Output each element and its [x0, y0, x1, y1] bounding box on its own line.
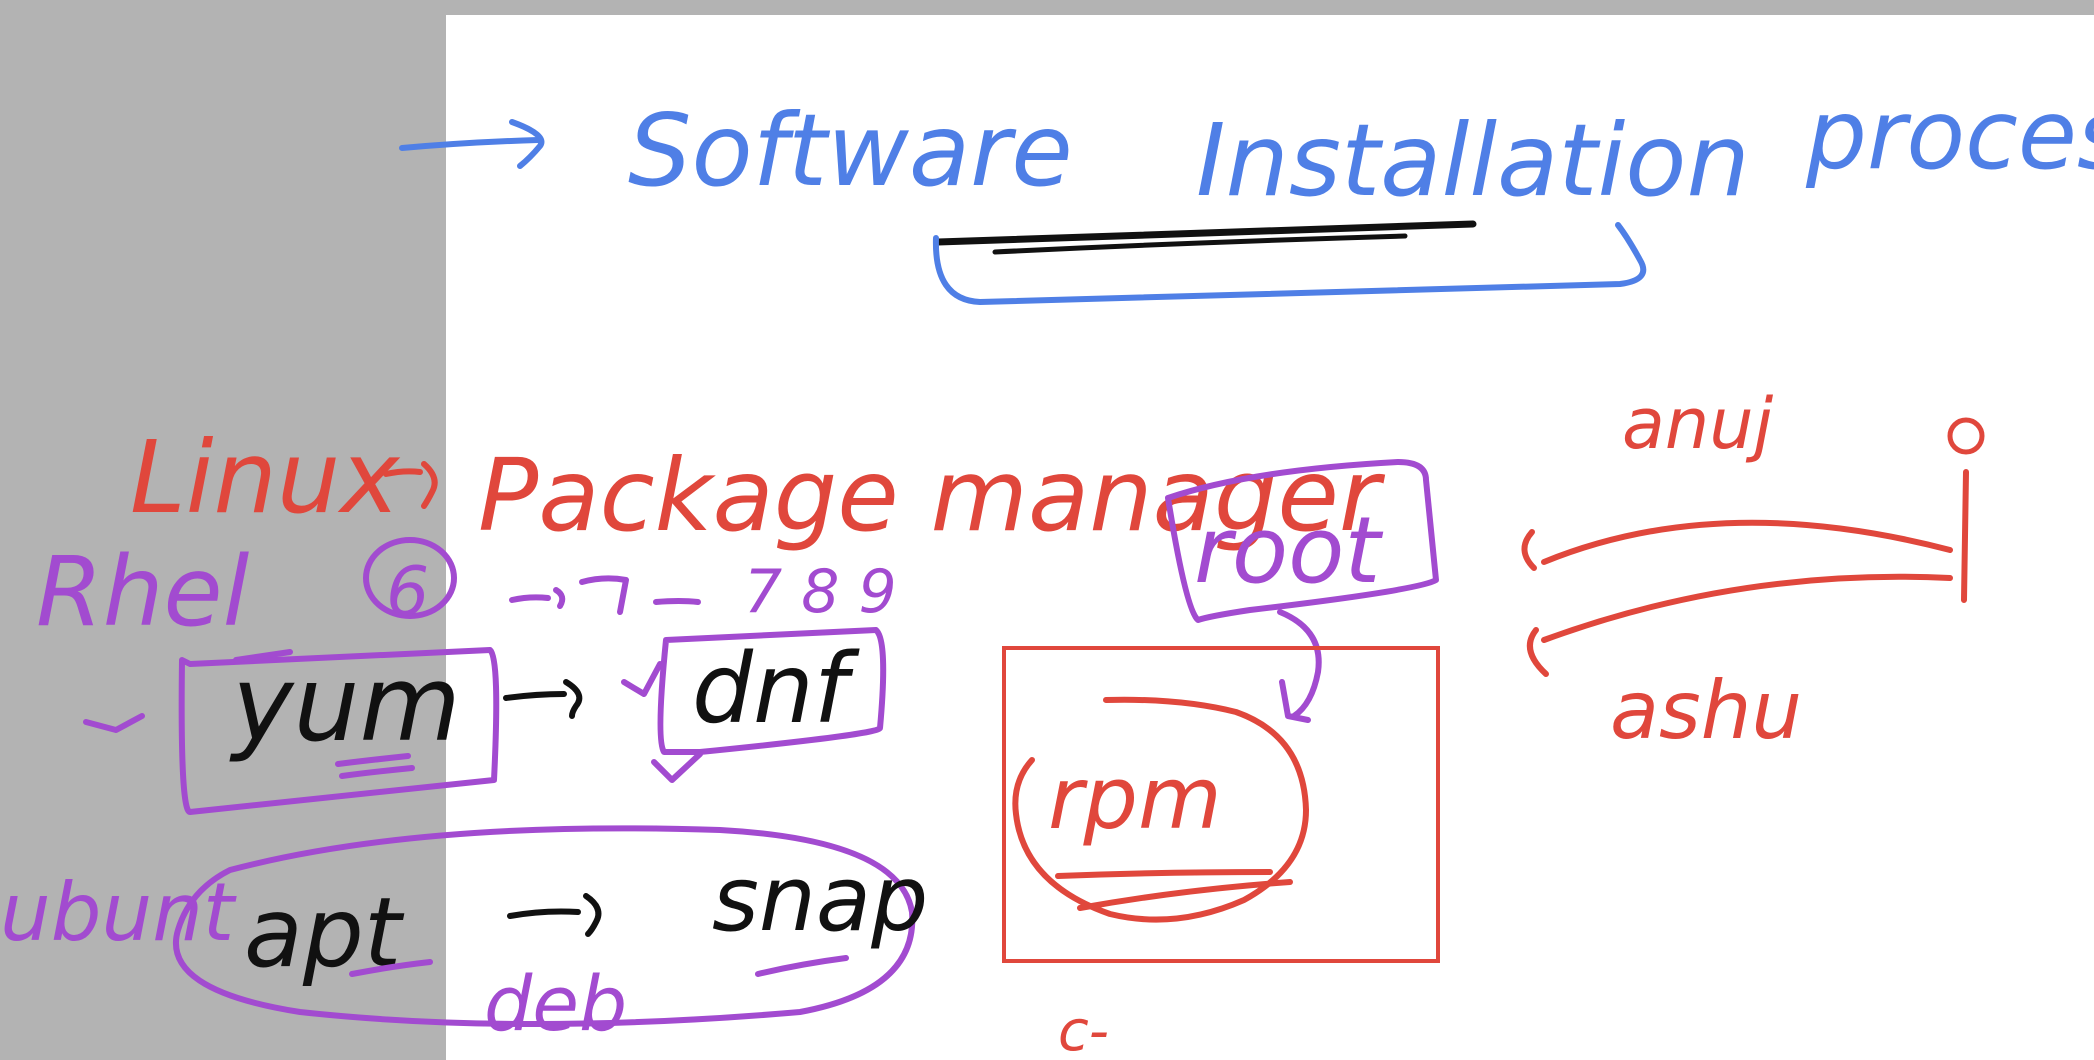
yum-box: yum — [83, 643, 500, 815]
rpm-circle: rpm — [1012, 696, 1309, 923]
dnf-label: dnf — [692, 633, 860, 745]
rpm-frame — [1002, 646, 1440, 963]
heading-word-installation: Installation — [1196, 102, 1750, 219]
yum-to-dnf-arrow — [503, 679, 583, 719]
ashu-label: ashu — [1610, 664, 1802, 757]
package-manager-label: Package manager — [478, 437, 1386, 554]
heading-arrow — [399, 119, 545, 169]
root-box: root — [1165, 459, 1439, 623]
yum-label: yum — [229, 643, 461, 765]
ubuntu-label: ubunt — [0, 866, 237, 959]
root-label: root — [1194, 497, 1383, 604]
linux-arrow — [383, 461, 438, 509]
version-6-label: 6 — [386, 553, 429, 632]
deb-label: deb — [484, 959, 627, 1048]
version-6-circle: 6 — [363, 537, 457, 632]
anuj-label: anuj — [1622, 383, 1774, 465]
installation-underline — [932, 220, 1647, 305]
versions-sequence: 7 8 9 — [509, 557, 897, 627]
linux-label: Linux — [130, 419, 401, 536]
snap-label: snap — [712, 847, 928, 952]
connection-lines — [1521, 417, 1985, 677]
rpm-label: rpm — [1048, 749, 1222, 849]
dnf-box: dnf — [621, 627, 887, 783]
rhel-label: Rhel — [36, 536, 250, 648]
below-box-mark: c- — [1058, 999, 1109, 1060]
root-to-rpm-arrow — [1277, 609, 1322, 723]
versions-8-9-label: 7 8 9 — [744, 557, 897, 627]
heading-word-process: process — [1805, 79, 2094, 191]
apt-snap-ellipse: apt snap deb — [173, 825, 928, 1048]
apt-label: apt — [244, 877, 405, 989]
heading-word-software: Software — [628, 92, 1073, 209]
